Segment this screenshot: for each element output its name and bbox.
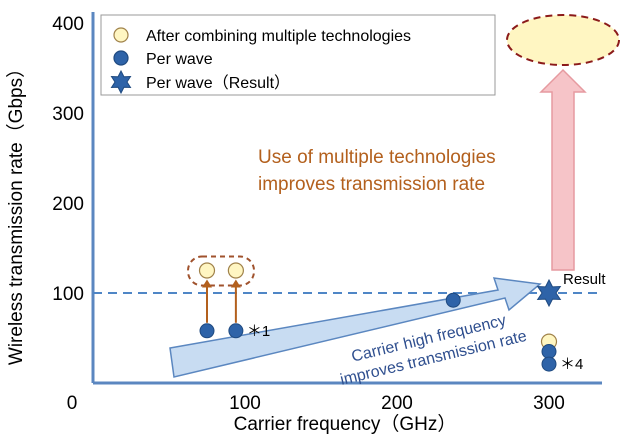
combined-point [227,262,244,279]
combine-arrow-head [202,279,212,288]
combined-point [198,262,216,279]
result-star [536,278,562,308]
y-axis-title: Wireless transmission rate（Gbps） [5,59,27,365]
per-wave-point [199,323,215,339]
legend: After combining multiple technologiesPer… [100,14,496,96]
multi-tech-up-arrow [539,68,587,271]
legend-marker [113,50,129,66]
combined-points-group [187,255,255,287]
x-tick-label: 0 [67,393,78,414]
legend-label: Per wave（Result） [146,74,290,92]
axes [91,12,602,385]
per-wave-point [445,292,461,308]
per-wave-point [228,323,244,339]
legend-marker [113,27,129,43]
data-marks: ＊1 ＊4 Result [198,262,606,373]
legend-label: Per wave [146,51,213,68]
combine-arrow-head [230,279,241,288]
y-tick-label: 100 [52,284,84,305]
x-tick-label: 100 [229,393,261,414]
y-tick-label: 400 [52,14,84,35]
annotation-multi-tech-line1: Use of multiple technologies [258,147,496,168]
per-wave-point [541,344,557,359]
per-wave-point [541,356,557,372]
legend-box [100,14,496,96]
tick-labels: 0 100 200 300 100 200 300 400 [52,14,565,414]
legend-label: After combining multiple technologies [146,28,411,45]
x-tick-label: 200 [381,393,413,414]
y-tick-label: 300 [52,104,84,125]
y-tick-label: 200 [52,194,84,215]
legend-marker [110,69,132,95]
point-footnote-label: ＊4 [560,356,583,373]
target-ellipse [506,14,620,66]
x-tick-label: 300 [533,393,565,414]
x-axis-title: Carrier frequency（GHz） [234,413,457,435]
point-footnote-label: ＊1 [247,323,270,340]
annotation-multi-tech-line2: improves transmission rate [258,174,485,195]
result-label: Result [563,271,606,288]
